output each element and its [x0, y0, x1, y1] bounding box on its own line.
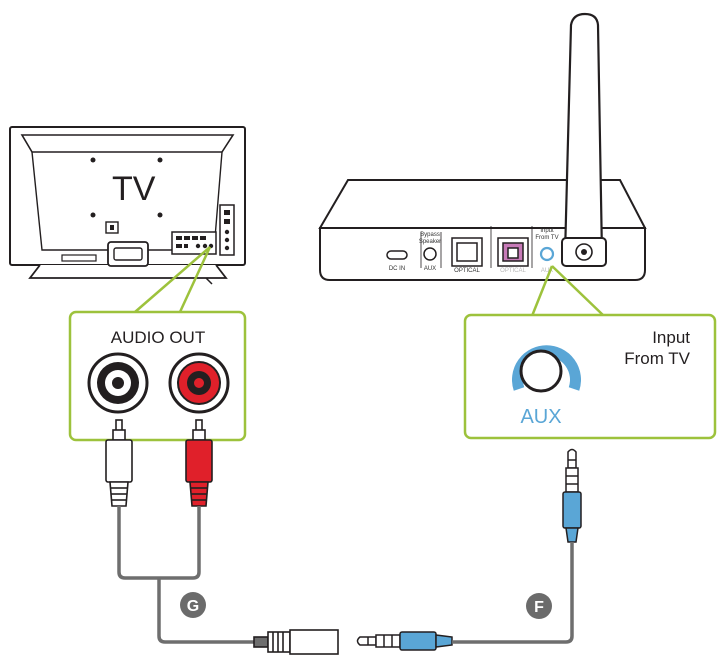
tv-back — [9, 126, 246, 285]
rca-cable-g — [117, 506, 256, 644]
from-tv-label: From TV — [624, 349, 690, 368]
aux-callout-port-label: AUX — [520, 406, 561, 428]
tv-callout-pointer — [134, 246, 212, 313]
rca-jack-white — [87, 352, 149, 414]
input-from-tv-label-1: Input — [540, 228, 554, 234]
rca-plug-white — [105, 419, 133, 507]
aux-left-label: AUX — [424, 266, 436, 272]
aux-right-label: AUX — [541, 268, 553, 274]
bypass-label-1: Bypass — [420, 232, 440, 238]
tv-label: TV — [112, 170, 156, 208]
optical-right-label: OPTICAL — [500, 268, 526, 274]
badge-g: G — [180, 592, 206, 618]
aux-callout-pointer — [530, 265, 605, 317]
transmitter — [318, 12, 647, 281]
badge-g-label: G — [187, 598, 199, 615]
aux-callout-frame — [463, 313, 717, 440]
rca-plug-red — [185, 419, 213, 507]
input-label: Input — [652, 328, 690, 347]
bypass-label-2: Speaker — [419, 239, 441, 245]
aux-cable-f — [452, 542, 574, 644]
aux-plug-vertical — [562, 448, 582, 543]
aux-female-adapter — [253, 629, 339, 655]
badge-f: F — [526, 593, 552, 619]
dc-in-label: DC IN — [389, 266, 405, 272]
input-from-tv-label-2: From TV — [535, 235, 558, 241]
aux-plug-horizontal — [356, 631, 453, 651]
optical-left-label: OPTICAL — [454, 268, 480, 274]
tv-ports — [176, 210, 230, 251]
transmitter-ports — [386, 226, 555, 268]
aux-jack-large — [512, 345, 581, 393]
audio-out-label: AUDIO OUT — [111, 328, 205, 347]
rca-jack-red — [168, 352, 230, 414]
badge-f-label: F — [534, 599, 544, 616]
